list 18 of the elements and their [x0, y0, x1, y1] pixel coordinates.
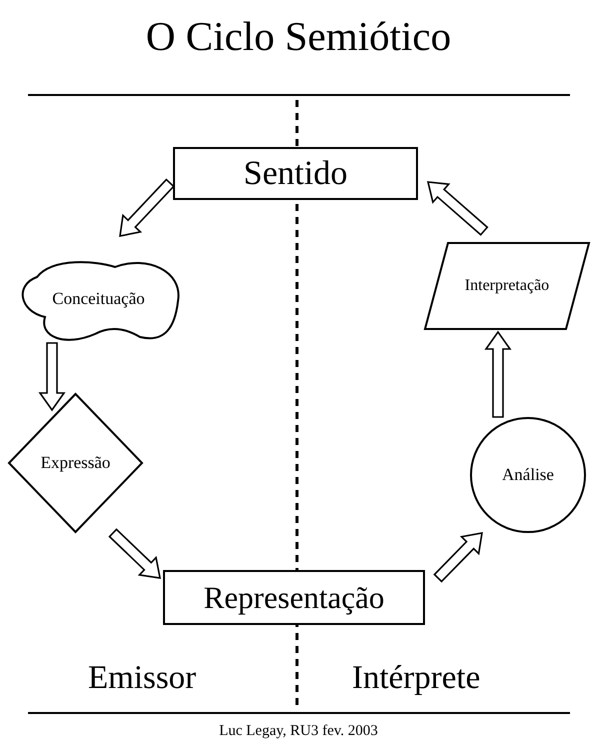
hollow-arrow [108, 528, 161, 579]
hollow-arrow [38, 342, 66, 412]
caption: Luc Legay, RU3 fev. 2003 [219, 723, 378, 739]
hollow-arrow [119, 178, 175, 237]
node-label: Análise [502, 465, 554, 485]
node-label: Conceituação [52, 288, 145, 308]
side-label: Intérprete [352, 660, 480, 696]
process-box [163, 570, 425, 625]
title: O Ciclo Semiótico [146, 13, 452, 59]
process-box [173, 147, 418, 200]
node-label: Interpretação [464, 277, 550, 295]
node-label: Sentido [244, 154, 348, 192]
node-label: Expressão [40, 453, 110, 473]
node-label: Representação [204, 580, 384, 616]
side-label: Emissor [88, 660, 196, 696]
hollow-arrow [426, 181, 488, 236]
hollow-arrow [433, 532, 483, 583]
hollow-arrow [484, 330, 512, 418]
